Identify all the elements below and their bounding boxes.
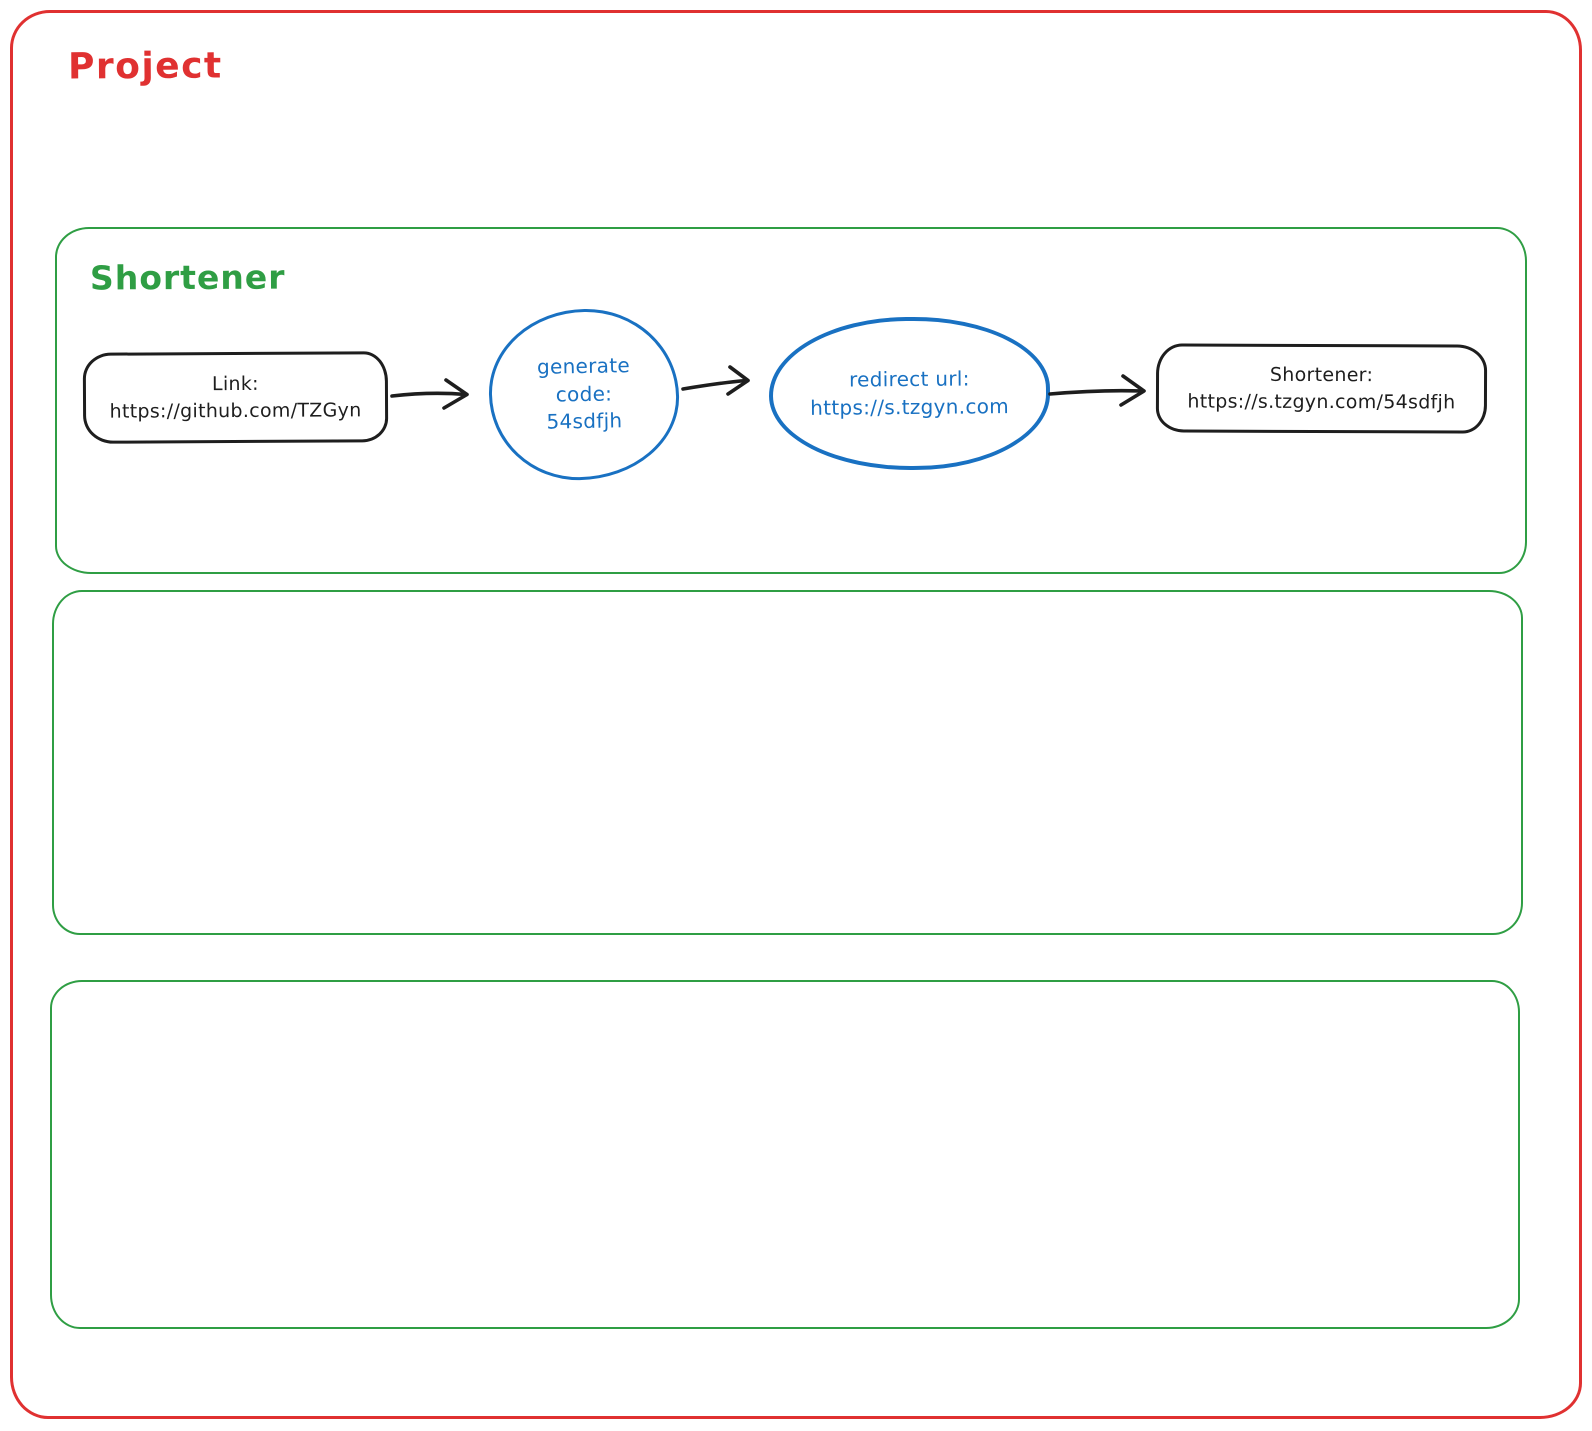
redirect-url-value: https://s.tzgyn.com [810,393,1010,420]
arrow-right-icon [1048,374,1146,407]
project-frame-label: Project [67,45,223,88]
generate-code-value: 54sdfjh [546,408,623,434]
short-url-node: Shortener: https://s.tzgyn.com/54sdfjh [1155,343,1488,434]
generate-code-line: generate [536,353,631,379]
arrow-right-icon [681,365,750,396]
arrow-right-icon [390,378,469,410]
empty-section-box-1 [52,590,1523,935]
redirect-url-title: redirect url: [848,366,970,392]
shortener-section-box [55,227,1527,574]
empty-section-box-2 [50,980,1520,1329]
project-frame [10,10,1582,1419]
link-node: Link: https://github.com/TZGyn [82,351,389,444]
shortener-section-label: Shortener [89,257,286,298]
link-node-url: https://github.com/TZGyn [109,398,362,423]
short-url-title: Shortener: [1269,364,1374,387]
short-url-value: https://s.tzgyn.com/54sdfjh [1187,390,1456,413]
link-node-title: Link: [211,373,259,396]
redirect-url-node: redirect url: https://s.tzgyn.com [768,315,1051,472]
generate-code-line: code: [555,381,613,407]
